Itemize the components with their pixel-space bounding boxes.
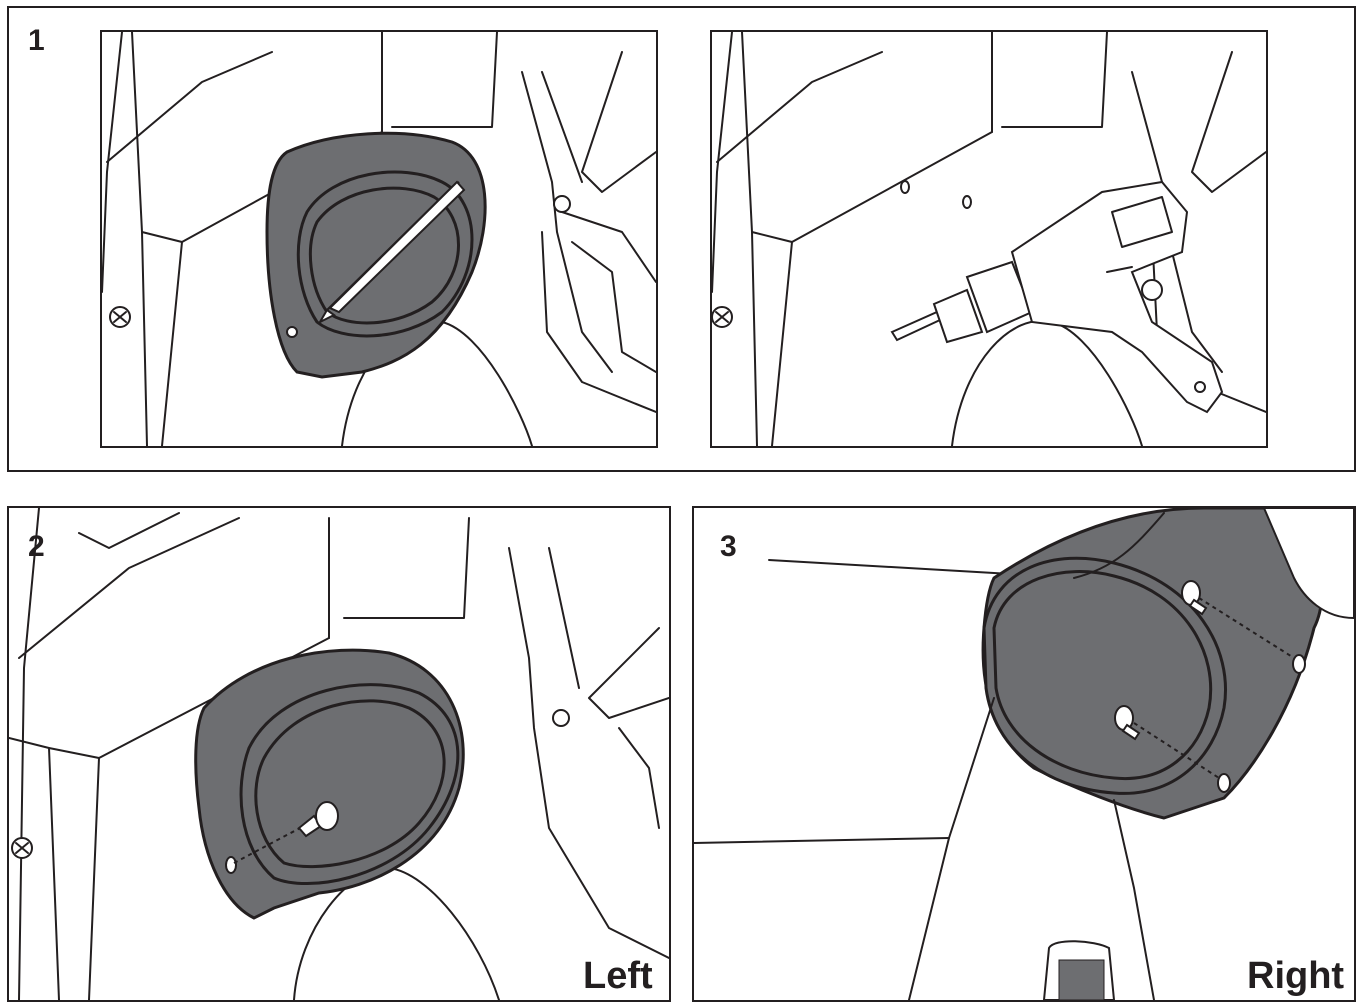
- step2-number: 2: [28, 530, 45, 564]
- step3-side-label: Right: [1247, 955, 1344, 998]
- drill-icon: [892, 182, 1222, 412]
- hinge-bolt-icon: [553, 710, 569, 726]
- step2-left-frame: [7, 506, 671, 1002]
- phillips-screw-icon: [110, 307, 130, 327]
- phillips-screw-icon: [12, 838, 32, 858]
- hinge-bolt-icon: [554, 196, 570, 212]
- drilled-hole-icon: [901, 181, 909, 193]
- step3-right-frame: [692, 506, 1356, 1002]
- step1-marking-illustration: [100, 30, 658, 448]
- step3-number: 3: [720, 530, 737, 564]
- grille-icon: [1044, 941, 1114, 1000]
- phillips-screw-icon: [712, 307, 732, 327]
- step2-side-label: Left: [583, 955, 653, 998]
- step1-number: 1: [28, 24, 45, 58]
- step1-drilling-illustration: [710, 30, 1268, 448]
- drilled-hole-icon: [963, 196, 971, 208]
